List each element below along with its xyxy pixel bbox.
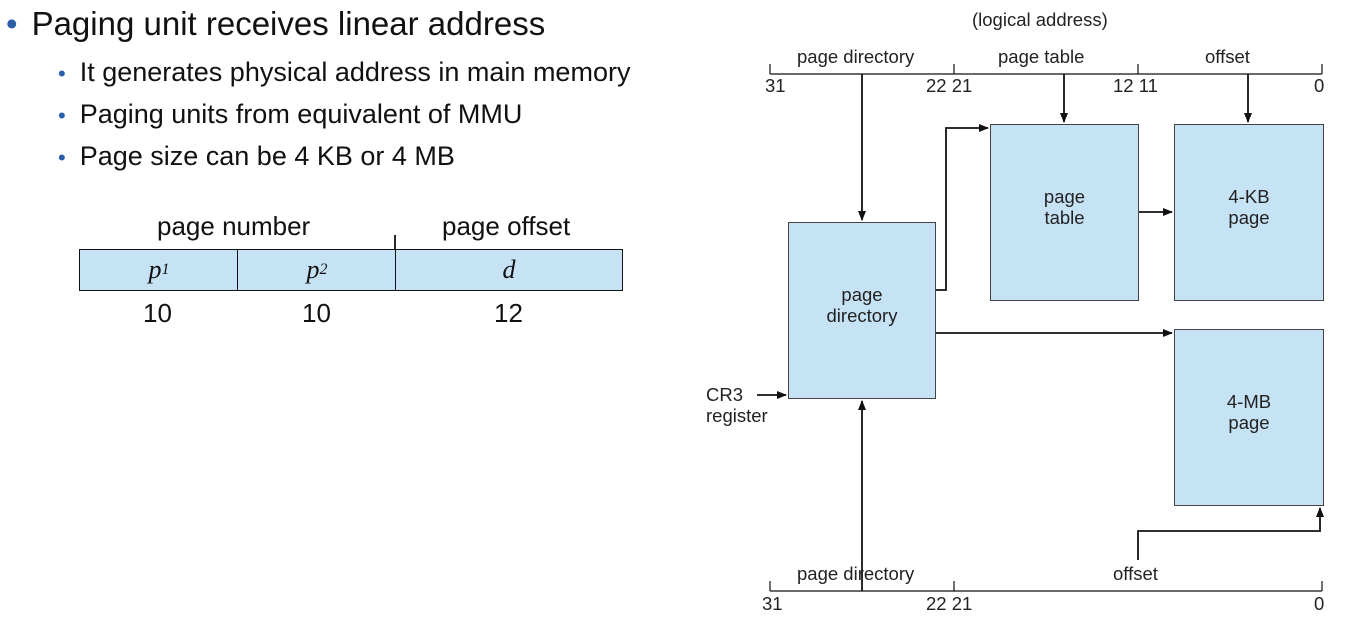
page-number-label: page number [157, 211, 311, 241]
sub-bullet-2: •Paging units from equivalent of MMU [58, 99, 523, 129]
sub-bullet-1: •It generates physical address in main m… [58, 57, 631, 87]
page-directory-box [788, 222, 936, 399]
bits-d: 12 [494, 298, 523, 328]
top-offset-label: offset [1205, 46, 1250, 67]
field-d: d [395, 249, 623, 291]
bullet-dot-icon: • [58, 103, 66, 128]
bottom-offset-label: offset [1113, 563, 1158, 584]
main-bullet: • Paging unit receives linear address [6, 4, 545, 44]
top-bit-0: 0 [1314, 75, 1325, 96]
sub-bullet-list: •It generates physical address in main m… [58, 52, 630, 178]
page-4kb-box [1174, 124, 1324, 301]
bottom-bit-0: 0 [1314, 593, 1325, 614]
bits-p2: 10 [302, 298, 331, 328]
page-4mb-box [1174, 329, 1324, 506]
page-table-box [990, 124, 1139, 301]
bottom-bit-31: 31 [762, 593, 783, 614]
bullet-dot-icon: • [58, 145, 66, 170]
logical-address-label: (logical address) [972, 9, 1108, 30]
bottom-page-directory-label: page directory [797, 563, 915, 584]
bits-p1: 10 [143, 298, 172, 328]
page-offset-label: page offset [442, 211, 571, 241]
sub-bullet-3: •Page size can be 4 KB or 4 MB [58, 141, 455, 171]
bottom-bit-22-21: 22 21 [926, 593, 973, 614]
top-page-table-label: page table [998, 46, 1085, 67]
bullet-dot-icon: • [6, 5, 18, 42]
top-bit-12-11: 12 11 [1113, 75, 1158, 96]
main-bullet-text: Paging unit receives linear address [31, 5, 546, 42]
top-bit-31: 31 [765, 75, 786, 96]
top-page-directory-label: page directory [797, 46, 915, 67]
top-bit-22-21: 22 21 [926, 75, 973, 96]
bullet-dot-icon: • [58, 61, 66, 86]
